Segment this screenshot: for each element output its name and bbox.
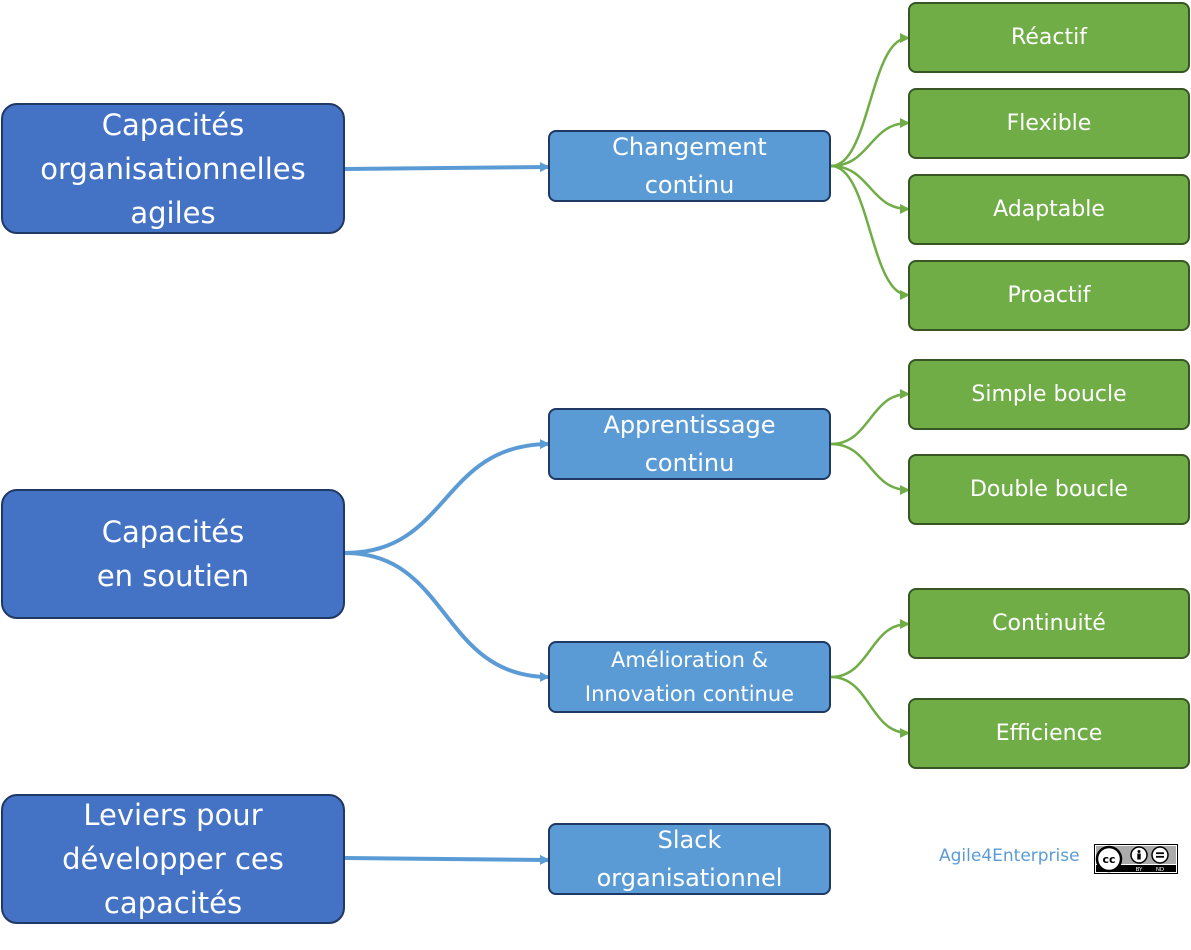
credit-text: Agile4Enterprise	[939, 846, 1080, 866]
connector-amelioration-to-efficience	[830, 675, 910, 738]
main-box-leviers: Leviers pour développer ces capacités	[1, 794, 345, 924]
connector-changement-to-proactif	[830, 164, 910, 300]
license-by-label: BY	[1136, 867, 1143, 873]
creative-commons-by-nd-icon: cc BY ND	[1094, 844, 1178, 874]
leaf-box-continuite: Continuité	[908, 588, 1190, 659]
mid-box-apprentissage-continu: Apprentissage continu	[548, 408, 831, 480]
main-box-capacites-soutien: Capacités en soutien	[1, 489, 345, 619]
connector-soutien-to-apprentissage	[344, 439, 550, 555]
connector-leviers-to-slack	[344, 854, 550, 865]
connector-changement-to-reactif	[830, 33, 910, 168]
leaf-box-efficience: Efficience	[908, 698, 1190, 769]
leaf-box-flexible: Flexible	[908, 88, 1190, 159]
leaf-box-reactif: Réactif	[908, 2, 1190, 73]
connector-soutien-to-amelioration	[344, 551, 550, 682]
mid-box-changement-continu: Changement continu	[548, 130, 831, 202]
mid-box-slack-organisationnel: Slack organisationnel	[548, 823, 831, 895]
connector-agile-to-changement	[344, 162, 550, 173]
leaf-box-simple-boucle: Simple boucle	[908, 359, 1190, 430]
leaf-box-adaptable: Adaptable	[908, 174, 1190, 245]
mid-box-amelioration-innovation: Amélioration & Innovation continue	[548, 641, 831, 713]
connector-changement-to-flexible	[830, 118, 910, 168]
leaf-box-double-boucle: Double boucle	[908, 454, 1190, 525]
connector-apprentissage-to-double	[830, 442, 910, 495]
svg-text:cc: cc	[1102, 853, 1115, 866]
connector-apprentissage-to-simple	[830, 389, 910, 446]
license-nd-label: ND	[1156, 867, 1164, 873]
connector-changement-to-adaptable	[830, 164, 910, 214]
main-box-capacites-agiles: Capacités organisationnelles agiles	[1, 103, 345, 234]
leaf-box-proactif: Proactif	[908, 260, 1190, 331]
connector-amelioration-to-continuite	[830, 619, 910, 679]
